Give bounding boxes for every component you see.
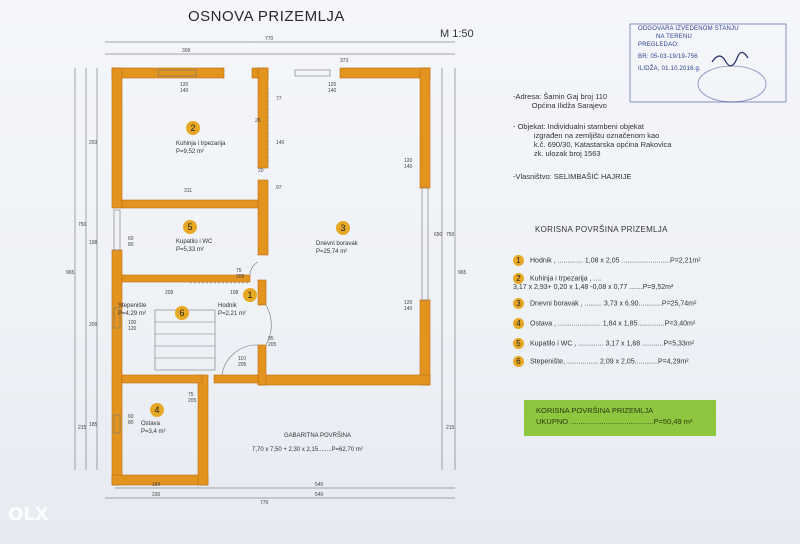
- dim-28: 28: [255, 118, 261, 124]
- dim-20: 20: [258, 168, 264, 174]
- dim-bottom-a: 184: [152, 482, 161, 488]
- legend-row-text: Stepenište, ................ 2,09 x 2,05…: [530, 358, 689, 366]
- dim-bottom-c: 540: [315, 482, 324, 488]
- usable-area-title: KORISNA POVRŠINA PRIZEMLJA: [535, 225, 668, 234]
- usable-area-total-box: KORISNA POVRŠINA PRIZEMLJA UKUPNO ......…: [524, 400, 716, 436]
- dim-311: 311: [184, 188, 192, 194]
- room-number-badge: 3: [336, 221, 350, 235]
- dim-77: 77: [276, 96, 282, 102]
- dim-window-living-right-a: 120 140: [404, 158, 413, 170]
- stamp-line-1: ODGOVARA IZVEDENOM STANJU: [638, 26, 739, 32]
- stamp-line-5: ILIDŽA, 01.10.2016.g.: [638, 66, 701, 72]
- dim-window-kitchen: 120 140: [180, 82, 189, 94]
- dim-97: 97: [276, 185, 282, 191]
- dim-108: 108: [230, 290, 239, 296]
- owner-text: -Vlasništvo: SELIMBAŠIĆ HAJRIJE: [513, 172, 632, 181]
- room-label-stairs: Stepenište P=4,29 m²: [118, 303, 147, 317]
- legend-row-text: Kuhinja i trpezarija , .... 3,17 x 2,93+…: [513, 275, 674, 291]
- dim-window-stairs: 100 120: [128, 320, 137, 332]
- dim-left-total: 965: [66, 270, 75, 276]
- dim-door-entry: 95 205: [268, 336, 277, 348]
- dim-right-a: 690: [434, 232, 443, 238]
- dim-left-c: 209: [89, 322, 98, 328]
- stamp-line-3: PREGLEDAO:: [638, 42, 680, 48]
- dim-209: 209: [165, 290, 174, 296]
- room-number-badge: 5: [183, 220, 197, 234]
- dim-door-bath: 75 205: [236, 268, 245, 280]
- legend-row: 6 Stepenište, ................ 2,09 x 2,0…: [513, 356, 689, 367]
- legend-row-text: Kupatilo i WC , ............. 3,17 x 1,6…: [530, 340, 694, 348]
- room-label-bathroom: Kupatilo i WC P=5,33 m²: [176, 239, 213, 253]
- address-text: -Adresa: Šamin Gaj broj 110 Općina Ilidž…: [513, 92, 608, 110]
- legend-row-text: Ostava , ...................... 1,84 x 1…: [530, 320, 696, 328]
- legend-row-text: Hodnik , ............. 1,08 x 2,05 .....…: [530, 257, 701, 265]
- object-text: - Objekat: Individualni stambeni objekat…: [513, 122, 672, 158]
- legend-number-badge: 1: [513, 255, 524, 266]
- legend-row: 5 Kupatilo i WC , ............. 3,17 x 1,…: [513, 338, 694, 349]
- dim-top-right: 373: [340, 58, 349, 64]
- dim-window-storage: 60 80: [128, 414, 134, 426]
- total-title: KORISNA POVRŠINA PRIZEMLJA: [536, 406, 654, 415]
- stamp-line-4: BR: 05-03-19/19-756: [638, 54, 698, 60]
- gross-area-value: 7,70 x 7,50 + 2,30 x 2,15........P=62,70…: [252, 447, 363, 453]
- legend-row-text: Dnevni boravak , ......... 3,73 x 6,90..…: [530, 300, 697, 308]
- dim-left-a: 293: [89, 140, 98, 146]
- dim-140: 140: [276, 140, 285, 146]
- dim-top-total: 770: [265, 36, 274, 42]
- dim-door-storage: 75 205: [188, 392, 197, 404]
- legend-row: 3 Dnevni boravak , ......... 3,73 x 6,90.…: [513, 298, 696, 309]
- dim-right-b: 750: [446, 232, 455, 238]
- dim-left-d: 185: [89, 422, 98, 428]
- dim-left-b: 198: [89, 240, 98, 246]
- dim-bottom-total: 770: [260, 500, 269, 506]
- dim-bottom-d: 540: [315, 492, 324, 498]
- approval-stamp: ODGOVARA IZVEDENOM STANJU NA TERENU PREG…: [628, 22, 788, 104]
- room-label-storage: Ostava P=3,4 m²: [141, 421, 166, 435]
- legend-number-badge: 2: [513, 273, 524, 284]
- dim-window-living-top: 120 140: [328, 82, 337, 94]
- plan-scale: M 1:50: [440, 28, 474, 40]
- legend-number-badge: 4: [513, 318, 524, 329]
- stamp-frame: [629, 23, 787, 103]
- legend-number-badge: 3: [513, 298, 524, 309]
- dim-right-d: 215: [446, 425, 455, 431]
- dim-left-e: 215: [78, 425, 87, 431]
- plan-title: OSNOVA PRIZEMLJA: [188, 8, 345, 25]
- dim-bottom-b: 230: [152, 492, 161, 498]
- room-label-kitchen: Kuhinja i trpezarija P=9,52 m²: [176, 141, 226, 155]
- legend-row: 4 Ostava , ...................... 1,84 x …: [513, 318, 695, 329]
- dim-door-hall: 110 205: [238, 356, 247, 368]
- dim-top-left: 309: [182, 48, 191, 54]
- dim-left-inner-total: 750: [78, 222, 87, 228]
- dim-window-bath: 60 80: [128, 236, 134, 248]
- olx-watermark-logo: OLX: [8, 504, 49, 525]
- room-number-badge: 4: [150, 403, 164, 417]
- room-number-badge: 2: [186, 121, 200, 135]
- room-number-badge: 1: [243, 288, 257, 302]
- legend-row: 1 Hodnik , ............. 1,08 x 2,05 ....…: [513, 255, 701, 266]
- stamp-line-2: NA TERENU: [656, 34, 693, 40]
- legend-number-badge: 6: [513, 356, 524, 367]
- room-label-hallway: Hodnik P=2,21 m²: [218, 303, 246, 317]
- room-label-living: Dnevni boravak P=25,74 m²: [316, 241, 358, 255]
- dim-window-living-right-b: 120 140: [404, 300, 413, 312]
- total-value: UKUPNO .................................…: [536, 417, 693, 426]
- legend-number-badge: 5: [513, 338, 524, 349]
- dim-right-c: 965: [458, 270, 467, 276]
- gross-area-label: GABARITNA POVRŠINA: [284, 433, 352, 439]
- room-number-badge: 6: [175, 306, 189, 320]
